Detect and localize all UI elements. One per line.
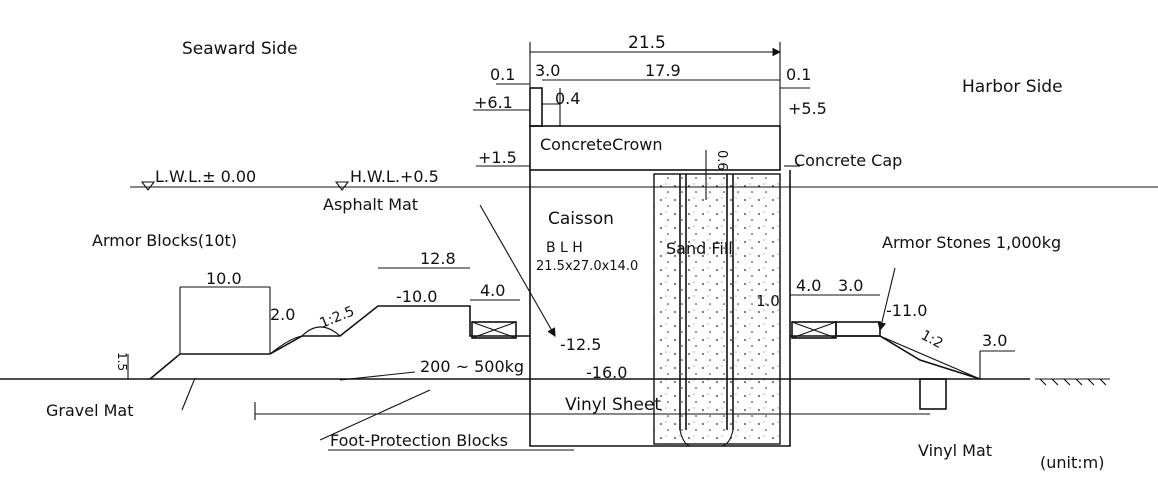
unit-label: (unit:m) [1040, 453, 1104, 472]
dim-cap: 0.6 [714, 150, 729, 171]
caisson-dims-values: 21.5x27.0x14.0 [536, 259, 638, 274]
caisson-outline [529, 170, 791, 447]
dim-top-right: 0.1 [786, 65, 811, 84]
dim-width-total: 21.5 [628, 33, 666, 53]
dim-berm-top: 12.8 [420, 249, 456, 268]
dim-slope-harbor: 1:2 [918, 327, 945, 352]
concrete-crown-label: ConcreteCrown [540, 135, 663, 154]
ground-hatch [1035, 378, 1110, 386]
elev-mound-harbor: -11.0 [886, 301, 927, 320]
vinyl-mat-box [919, 378, 947, 410]
asphalt-mat-label: Asphalt Mat [323, 195, 418, 214]
hwl-marker [334, 181, 350, 191]
caisson-dims-header: B L H [546, 240, 583, 256]
dim-step: 2.0 [270, 305, 295, 324]
lwl-label: L.W.L.± 0.00 [155, 167, 256, 186]
elev-seabed: -16.0 [586, 363, 627, 382]
elev-crown-base: +1.5 [478, 148, 517, 167]
dim-top-mid: 17.9 [645, 61, 681, 80]
armor-stone-box [835, 321, 881, 337]
foot-protection-block-left [471, 321, 517, 339]
dim-top-left2: 3.0 [535, 61, 560, 80]
vinyl-mat-label: Vinyl Mat [918, 441, 992, 460]
dim-block-left: 4.0 [480, 281, 505, 300]
dim-parapet: 0.4 [555, 89, 580, 108]
gravel-mat-label: Gravel Mat [46, 401, 134, 420]
lwl-marker [140, 181, 156, 191]
concrete-cap-label: Concrete Cap [794, 151, 902, 170]
dim-mat-thick: 1.5 [115, 352, 129, 371]
dim-berm-left: 10.0 [206, 269, 242, 288]
vinyl-sheet-label: Vinyl Sheet [565, 395, 661, 415]
elev-crown-top-sea: +6.1 [474, 93, 513, 112]
armor-stones-label: Armor Stones 1,000kg [882, 233, 1061, 252]
foot-protection-label: Foot-Protection Blocks [330, 431, 508, 450]
dim-toe-right: 3.0 [982, 331, 1007, 350]
parapet [529, 87, 543, 127]
concrete-crown [529, 125, 781, 171]
dim-top-left: 0.1 [490, 65, 515, 84]
hwl-label: H.W.L.+0.5 [350, 167, 439, 186]
mound-harbor [790, 335, 981, 380]
dim-stone-right: 3.0 [838, 276, 863, 295]
sand-fill-cells [653, 173, 781, 445]
dim-block-right: 4.0 [796, 276, 821, 295]
elev-mound-sea: -10.0 [396, 287, 437, 306]
block-weight-label: 200 ~ 500kg [420, 357, 524, 376]
elev-crown-top-harbor: +5.5 [788, 99, 827, 118]
seaward-side-label: Seaward Side [182, 39, 298, 59]
sand-fill-label: Sand Fill [666, 239, 733, 258]
armor-blocks-label: Armor Blocks(10t) [92, 231, 237, 250]
elev-caisson-base: -12.5 [560, 335, 601, 354]
dim-partition: 1.0 [756, 292, 780, 310]
caisson-label: Caisson [548, 209, 614, 229]
harbor-side-label: Harbor Side [962, 77, 1063, 97]
